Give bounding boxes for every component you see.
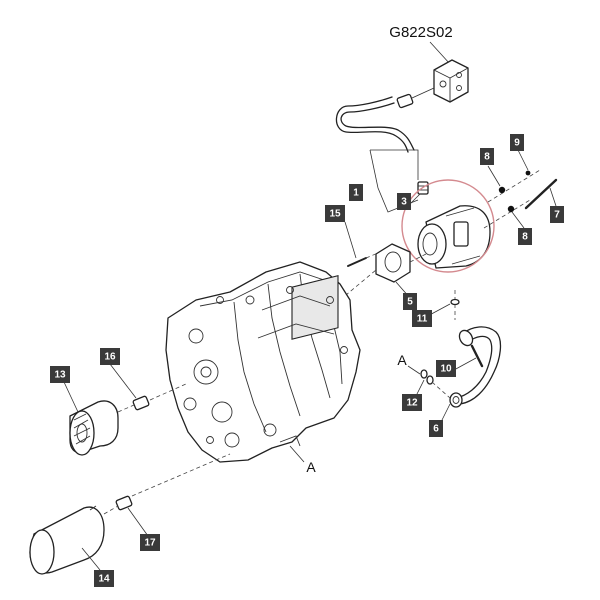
dowel-pin-15	[347, 252, 379, 267]
callout-12: 12	[402, 394, 422, 411]
callout-13: 13	[50, 366, 70, 383]
assembly-line-filter-13	[117, 404, 135, 413]
figure-code-label: G822S02	[389, 24, 452, 41]
filter-14	[29, 505, 105, 575]
callout-11: 11	[412, 310, 432, 327]
svg-text:6: 6	[433, 424, 439, 435]
transmission-housing	[165, 261, 361, 463]
svg-text:5: 5	[407, 297, 413, 308]
reference-mark-a-lower: A	[306, 459, 316, 475]
figure-code-leader	[429, 41, 451, 65]
bolt-axis-upper	[487, 169, 541, 203]
callout-10: 10	[436, 360, 456, 377]
callout-8-lower: 8	[518, 228, 532, 245]
reference-mark-a-upper: A	[397, 352, 407, 368]
callout-6: 6	[429, 420, 443, 437]
return-pipe-6	[449, 326, 502, 408]
svg-text:9: 9	[514, 138, 520, 149]
callout-1-bracket	[370, 149, 419, 180]
reference-mark-a-upper-leader	[407, 365, 421, 375]
valve-block	[433, 59, 469, 103]
callout-5: 5	[403, 293, 417, 310]
gasket-5	[375, 243, 411, 283]
callout-16: 16	[100, 348, 120, 365]
svg-text:17: 17	[144, 538, 156, 549]
assembly-line-pump	[409, 253, 427, 263]
fitting-17	[115, 495, 133, 511]
fitting-3-upper	[396, 87, 435, 109]
o-ring-11	[450, 298, 460, 306]
banjo-bolt-10	[470, 344, 484, 368]
oil-filter-13	[69, 400, 119, 456]
callout-15: 15	[325, 205, 345, 222]
svg-text:8: 8	[484, 152, 490, 163]
fitting-3	[417, 181, 429, 195]
hose-pipe-1	[335, 96, 415, 153]
callout-3: 3	[397, 193, 411, 210]
reference-mark-a-lower-leader	[289, 445, 305, 463]
svg-text:7: 7	[554, 210, 560, 221]
callout-17: 17	[140, 534, 160, 551]
callout-7: 7	[550, 206, 564, 223]
svg-text:12: 12	[406, 398, 418, 409]
callout-leaders	[63, 149, 557, 571]
bolt-axis-lower	[483, 199, 531, 229]
svg-text:16: 16	[104, 352, 116, 363]
callout-14: 14	[94, 570, 114, 587]
nut-9	[525, 170, 531, 176]
washer-8-lower	[507, 205, 515, 213]
callout-9: 9	[510, 134, 524, 151]
washer-8-upper	[498, 186, 506, 194]
svg-text:1: 1	[353, 188, 359, 199]
pump-highlight-circle	[401, 179, 495, 273]
assembly-line-filter-14	[103, 505, 119, 515]
seal-rings-12	[420, 369, 451, 399]
svg-text:8: 8	[522, 232, 528, 243]
bolt-7	[524, 178, 558, 210]
callout-1: 1	[349, 184, 363, 201]
svg-text:3: 3	[401, 197, 407, 208]
svg-text:10: 10	[440, 364, 452, 375]
assembly-line-fitting-17	[131, 453, 231, 497]
svg-text:11: 11	[417, 314, 428, 325]
svg-text:14: 14	[98, 574, 110, 585]
svg-text:15: 15	[329, 209, 341, 220]
callout-8-upper: 8	[480, 148, 494, 165]
fitting-16	[132, 395, 150, 411]
svg-text:13: 13	[54, 370, 66, 381]
hydraulic-pump	[417, 205, 491, 269]
